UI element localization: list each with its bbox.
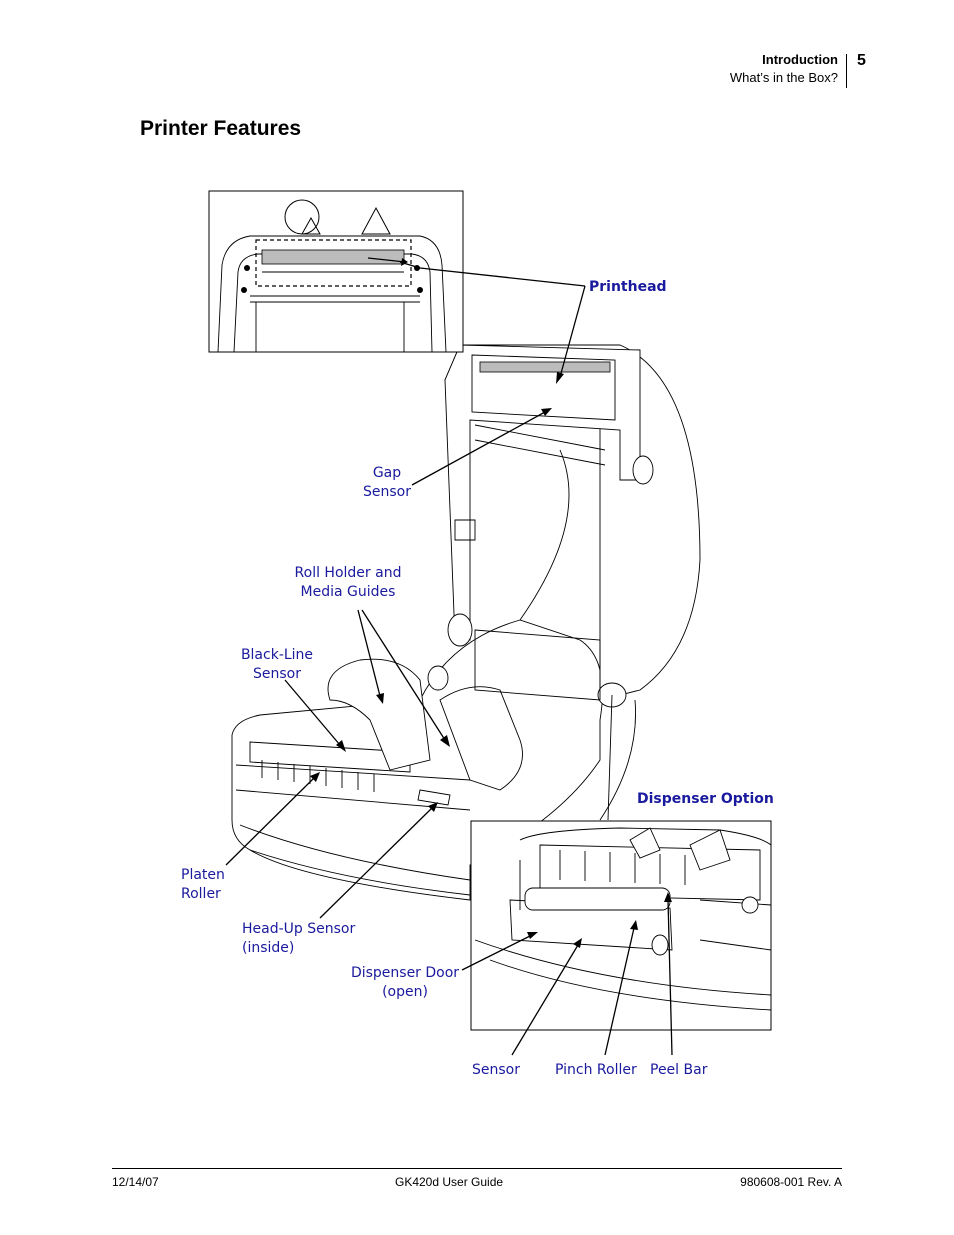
footer-date: 12/14/07 — [112, 1175, 159, 1189]
hot-surface-warning-icon — [301, 216, 321, 235]
label-dispenser-door-line2: (open) — [382, 984, 428, 1000]
label-dispenser-door-line1: Dispenser Door — [351, 965, 459, 981]
label-printhead: Printhead — [589, 279, 667, 295]
printhead-inset — [208, 190, 464, 353]
callout-leaders — [225, 261, 673, 1056]
header-section: Introduction — [762, 52, 838, 67]
shock-hazard-warning-icon — [361, 206, 391, 235]
label-roll-holder-line1: Roll Holder and — [295, 565, 402, 581]
footer-revision: 980608-001 Rev. A — [740, 1175, 842, 1189]
label-gap-sensor-line1: Gap — [373, 465, 401, 481]
page-title: Printer Features — [140, 117, 302, 140]
label-peel-bar: Peel Bar — [650, 1062, 708, 1078]
label-gap-sensor-line2: Sensor — [363, 484, 411, 500]
label-roll-holder-line2: Media Guides — [301, 584, 396, 600]
label-head-up-sensor-line2: (inside) — [242, 940, 294, 956]
label-head-up-sensor-line1: Head-Up Sensor — [242, 921, 355, 937]
warning-seal-icon — [284, 199, 320, 235]
label-platen-roller-line1: Platen — [181, 867, 225, 883]
footer-guide-title: GK420d User Guide — [395, 1175, 504, 1189]
label-sensor: Sensor — [472, 1062, 520, 1078]
label-black-line-sensor-line1: Black-Line — [241, 647, 313, 663]
dispenser-inset — [470, 820, 772, 1031]
label-platen-roller-line2: Roller — [181, 886, 221, 902]
printer-cover-drawing — [444, 344, 701, 821]
label-dispenser-option: Dispenser Option — [637, 791, 774, 807]
label-black-line-sensor-line2: Sensor — [253, 666, 301, 682]
label-pinch-roller: Pinch Roller — [555, 1062, 637, 1078]
header-subsection: What’s in the Box? — [729, 70, 838, 85]
footer-divider — [112, 1168, 842, 1169]
header-divider — [846, 54, 847, 88]
page-number: 5 — [857, 52, 866, 69]
